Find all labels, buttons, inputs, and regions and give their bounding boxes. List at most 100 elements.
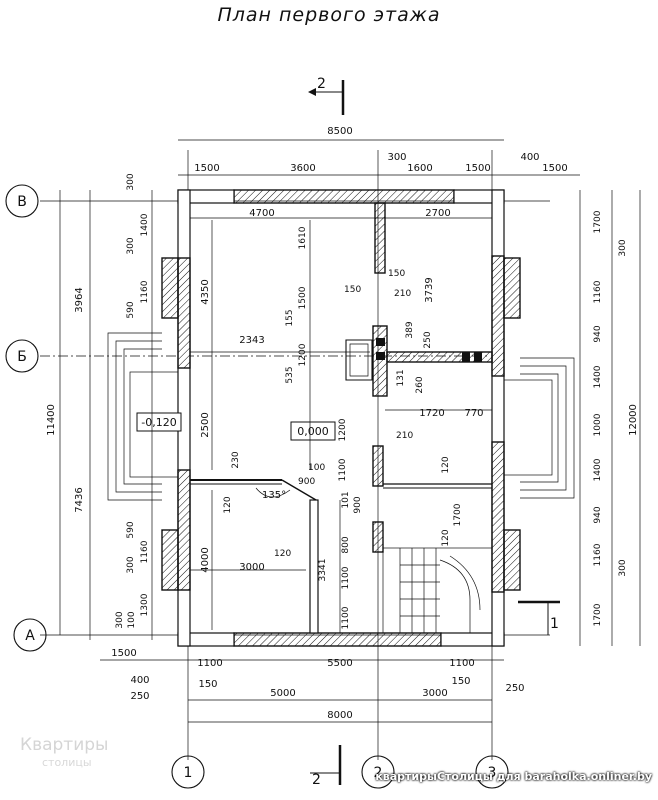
axis-bubble-a: А [13, 618, 47, 652]
interior-walls [190, 202, 493, 634]
svg-text:12000: 12000 [628, 404, 639, 436]
svg-text:2500: 2500 [200, 412, 211, 437]
svg-text:1160: 1160 [140, 280, 150, 303]
svg-text:131: 131 [396, 369, 406, 386]
top-dimensions: 8500 1500 3600 300 1600 1500 400 1500 [194, 126, 567, 174]
svg-text:300: 300 [387, 152, 406, 163]
svg-text:260: 260 [415, 376, 425, 393]
svg-text:4000: 4000 [200, 547, 211, 572]
svg-text:155: 155 [285, 309, 295, 326]
svg-text:900: 900 [298, 477, 315, 487]
dimension-lines [59, 139, 641, 723]
svg-text:1200: 1200 [338, 418, 348, 441]
svg-text:210: 210 [396, 431, 413, 441]
axis-label-1: 1 [184, 765, 193, 781]
svg-text:300: 300 [126, 556, 136, 573]
svg-text:100: 100 [308, 463, 325, 473]
svg-text:210: 210 [394, 289, 411, 299]
axis-label-v: В [17, 194, 27, 210]
svg-text:770: 770 [464, 408, 483, 419]
staircase [382, 547, 493, 634]
terrace-right [503, 357, 575, 499]
axis-bubble-3: 3 [475, 755, 509, 789]
left-dimensions: 3964 11400 7436 300 1400 300 1160 590 59… [46, 173, 150, 628]
svg-text:400: 400 [130, 675, 149, 686]
axis-bubble-b: Б [5, 339, 39, 373]
axis-label-b: Б [17, 349, 27, 365]
svg-text:940: 940 [593, 325, 603, 342]
svg-text:3341: 3341 [318, 559, 328, 582]
svg-text:1100: 1100 [338, 458, 348, 481]
svg-text:1300: 1300 [140, 593, 150, 616]
svg-text:940: 940 [593, 506, 603, 523]
svg-text:1500: 1500 [111, 648, 136, 659]
svg-text:900: 900 [353, 496, 363, 513]
svg-text:150: 150 [198, 679, 217, 690]
section-label-right: 1 [550, 616, 559, 632]
svg-text:150: 150 [451, 676, 470, 687]
svg-text:300: 300 [618, 239, 628, 256]
svg-text:1100: 1100 [341, 566, 351, 589]
svg-text:1610: 1610 [298, 226, 308, 249]
svg-text:8000: 8000 [327, 710, 352, 721]
svg-text:11400: 11400 [46, 404, 57, 436]
svg-text:-0,120: -0,120 [141, 416, 176, 429]
svg-text:0,000: 0,000 [297, 425, 329, 438]
svg-text:590: 590 [126, 521, 136, 538]
svg-text:1160: 1160 [593, 280, 603, 303]
watermark-logo-subtext: столицы [42, 756, 92, 769]
axis-bubble-2: 2 [361, 755, 395, 789]
svg-text:1100: 1100 [341, 606, 351, 629]
axis-label-3: 3 [488, 765, 497, 781]
svg-text:400: 400 [520, 152, 539, 163]
svg-text:1500: 1500 [298, 286, 308, 309]
svg-text:590: 590 [126, 301, 136, 318]
axis-bubble-v: В [5, 184, 39, 218]
svg-text:389: 389 [405, 321, 415, 338]
svg-text:5000: 5000 [270, 688, 295, 699]
interior-dimensions: 4700 2700 1610 4350 150 150 1500 210 373… [200, 208, 484, 629]
svg-text:3739: 3739 [424, 277, 435, 302]
section-mark-bottom: 2 [310, 745, 342, 788]
svg-text:120: 120 [441, 456, 451, 473]
section-label-top: 2 [317, 76, 326, 92]
svg-text:1100: 1100 [197, 658, 222, 669]
svg-text:2700: 2700 [425, 208, 450, 219]
svg-text:1160: 1160 [593, 543, 603, 566]
svg-text:1700: 1700 [453, 503, 463, 526]
svg-text:250: 250 [505, 683, 524, 694]
svg-text:2343: 2343 [239, 335, 264, 346]
svg-text:1700: 1700 [593, 210, 603, 233]
svg-text:8500: 8500 [327, 126, 352, 137]
svg-text:7436: 7436 [74, 487, 85, 512]
svg-text:4350: 4350 [200, 279, 211, 304]
svg-text:1720: 1720 [419, 408, 444, 419]
watermark-logo-text: Квартиры [20, 735, 109, 755]
svg-text:100: 100 [127, 611, 137, 628]
svg-text:300: 300 [126, 173, 136, 190]
axis-label-a: А [25, 628, 35, 644]
svg-text:1500: 1500 [542, 163, 567, 174]
svg-text:1400: 1400 [140, 213, 150, 236]
right-dimensions: 12000 1700 300 1160 940 1400 1000 1400 9… [593, 210, 639, 626]
svg-text:1500: 1500 [465, 163, 490, 174]
svg-text:1200: 1200 [298, 343, 308, 366]
svg-text:1500: 1500 [194, 163, 219, 174]
section-mark-right: 1 [518, 600, 560, 635]
svg-text:3000: 3000 [239, 562, 264, 573]
svg-text:230: 230 [231, 451, 241, 468]
axis-bubble-1: 1 [171, 755, 205, 789]
svg-text:150: 150 [344, 285, 361, 295]
axis-label-2: 2 [374, 765, 383, 781]
svg-text:535: 535 [285, 366, 295, 383]
svg-text:120: 120 [441, 529, 451, 546]
svg-text:3600: 3600 [290, 163, 315, 174]
svg-text:5500: 5500 [327, 658, 352, 669]
section-mark-top: 2 [308, 76, 345, 115]
svg-text:120: 120 [223, 496, 233, 513]
bottom-dimensions: 1500 1100 5500 1100 400 250 150 150 250 … [111, 648, 524, 721]
svg-text:250: 250 [130, 691, 149, 702]
svg-text:150: 150 [388, 269, 405, 279]
exterior-walls [161, 189, 521, 647]
